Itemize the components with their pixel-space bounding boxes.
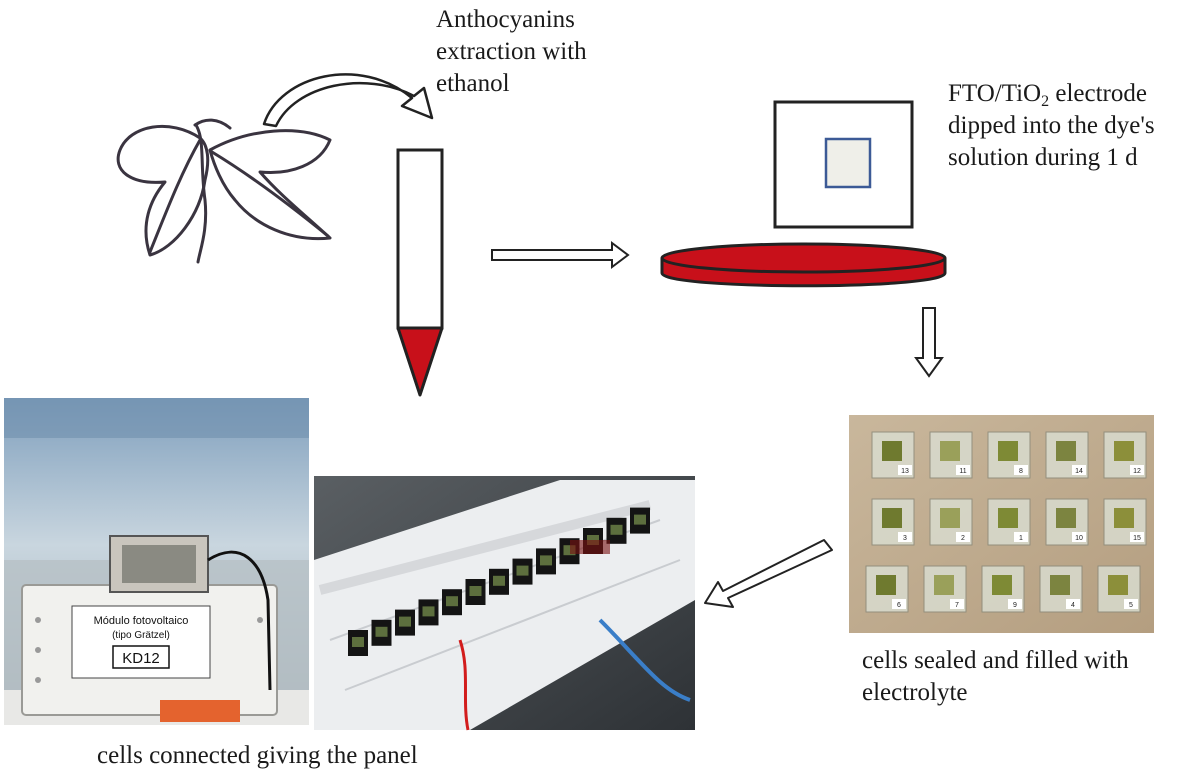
electrode-label-line2: dipped into the dye's [948, 112, 1155, 139]
sealed-cell: 15 [1103, 498, 1147, 546]
cell-number: 3 [903, 535, 907, 542]
connected-cell [630, 507, 650, 534]
panel-label: cells connected giving the panel [97, 740, 418, 772]
tube-tip-red [396, 326, 444, 397]
leaf-knot [193, 118, 232, 130]
sealed-cell: 6 [865, 565, 909, 613]
petri-dish [660, 242, 947, 288]
module-sign-line2: (tipo Grätzel) [112, 630, 170, 641]
module-sign-code: KD12 [122, 650, 160, 667]
sealed-cell: 4 [1039, 565, 1083, 613]
cell-number: 14 [1075, 468, 1083, 475]
cell-number: 6 [897, 602, 901, 609]
sealed-cell: 5 [1097, 565, 1141, 613]
connected-cell [371, 619, 392, 646]
module-sign-line1: Módulo fotovoltaico [94, 615, 189, 627]
sealed-cell: 14 [1045, 431, 1089, 479]
tube-body [396, 148, 444, 330]
electrode-tio2-area [824, 137, 872, 189]
cell-number: 15 [1133, 535, 1141, 542]
sealed-cell: 11 [929, 431, 973, 479]
cell-number: 2 [961, 535, 965, 542]
cell-number: 1 [1019, 535, 1023, 542]
curved-arrow [262, 73, 434, 128]
connected-cell [606, 517, 627, 544]
leaf-left [116, 124, 210, 257]
cell-number: 12 [1133, 468, 1141, 475]
electrode-label-line3: solution during 1 d [948, 144, 1138, 171]
extraction-label-line1: Anthocyanins [436, 6, 575, 33]
sealed-label: cells sealed and filled with electrolyte [862, 645, 1129, 709]
connected-cell [512, 558, 533, 585]
sealed-cell: 10 [1045, 498, 1089, 546]
sealed-cell: 3 [871, 498, 915, 546]
extraction-label-line3: ethanol [436, 70, 510, 97]
connected-cell [442, 589, 462, 616]
cell-grid: 13 11 8 14 12 3 2 1 10 15 6 7 9 4 5 [865, 431, 1147, 613]
electrode-label-line1: FTO/TiO2 electrode [948, 78, 1155, 110]
extraction-label: Anthocyanins extraction with ethanol [436, 4, 587, 100]
leaf-stem [194, 123, 208, 264]
cell-number: 8 [1019, 468, 1023, 475]
connected-cell [395, 609, 415, 636]
cell-number: 9 [1013, 602, 1017, 609]
sealed-cell: 7 [923, 565, 967, 613]
sealed-cell: 12 [1103, 431, 1147, 479]
photo-sealed-cells: 13 11 8 14 12 3 2 1 10 15 6 7 9 4 5 [849, 415, 1154, 633]
electrode-label-subscript: 2 [1041, 93, 1050, 110]
photo-window-module: Módulo fotovoltaico (tipo Grätzel) KD12 [4, 398, 309, 725]
cell-number: 7 [955, 602, 959, 609]
electrode-label: FTO/TiO2 electrode dipped into the dye's… [948, 78, 1155, 174]
cell-number: 10 [1075, 535, 1083, 542]
test-tube [396, 148, 444, 397]
connected-cell [348, 630, 368, 656]
leaf-right [208, 129, 332, 241]
dish-top [660, 242, 947, 274]
leaf-left-vein [148, 138, 202, 254]
leaves-sketch [116, 118, 332, 264]
cell-number: 4 [1071, 602, 1075, 609]
sealed-cell: 9 [981, 565, 1025, 613]
photo-connected-panel [314, 476, 695, 731]
sealed-label-line2: electrolyte [862, 679, 968, 706]
electrode-label-suffix: electrode [1049, 80, 1147, 107]
electrode-label-prefix: FTO/TiO [948, 80, 1042, 107]
sealed-cell: 2 [929, 498, 973, 546]
cell-number: 5 [1129, 602, 1133, 609]
connected-cell [536, 548, 556, 575]
diagonal-arrow [704, 539, 833, 608]
extraction-label-line2: extraction with [436, 38, 587, 65]
right-arrow [491, 241, 630, 269]
electrode [773, 100, 914, 229]
leaf-right-vein [210, 150, 330, 238]
panel-label-line1: cells connected giving the panel [97, 742, 418, 769]
sealed-cell: 13 [871, 431, 915, 479]
sealed-label-line1: cells sealed and filled with [862, 647, 1129, 674]
connected-cell [418, 599, 439, 626]
down-arrow [914, 307, 944, 378]
sealed-cell: 8 [987, 431, 1031, 479]
cell-number: 11 [959, 468, 966, 475]
sealed-cell: 1 [987, 498, 1031, 546]
connected-cell [489, 568, 509, 595]
cell-number: 13 [901, 468, 909, 475]
connected-cell [465, 579, 486, 605]
